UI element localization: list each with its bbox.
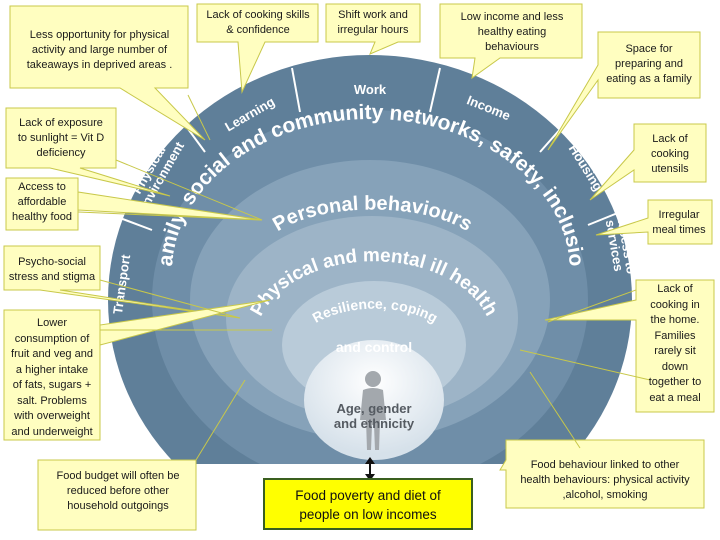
callout-shapes	[3, 3, 715, 531]
callout-psycho-social-shape	[3, 245, 241, 319]
callout-pointer-lines	[77, 94, 651, 461]
callout-deprived-areas-shape	[9, 5, 206, 141]
sector-work: Work	[354, 82, 387, 97]
callout-utensils-shape	[589, 123, 707, 201]
callout-lower-consumption-shape	[3, 299, 271, 441]
callout-meal-times-shape	[595, 199, 713, 245]
callout-space-shape	[547, 31, 701, 151]
center-label-line1: Age, gender	[336, 401, 411, 416]
food-poverty-line2: people on low incomes	[299, 507, 437, 522]
callout-food-budget-shape	[37, 459, 197, 531]
callout-lack-cooking-home-shape	[544, 279, 715, 413]
center-label-line2: and ethnicity	[334, 416, 415, 431]
callout-shift-work-shape	[325, 3, 421, 55]
callout-food-behaviour-shape	[499, 439, 705, 509]
food-poverty-box: Food poverty and diet of people on low i…	[263, 478, 473, 530]
person-icon	[360, 371, 386, 450]
callout-cooking-skills: Lack of cooking skills& confidence	[206, 9, 310, 36]
callout-cooking-skills-shape	[196, 3, 319, 94]
food-poverty-line1: Food poverty and diet of	[295, 488, 441, 503]
callout-sunlight-shape	[5, 107, 171, 197]
double-arrow	[365, 457, 375, 481]
callout-low-income-shape	[439, 3, 583, 80]
resilience-label-line2: and control	[336, 339, 412, 355]
